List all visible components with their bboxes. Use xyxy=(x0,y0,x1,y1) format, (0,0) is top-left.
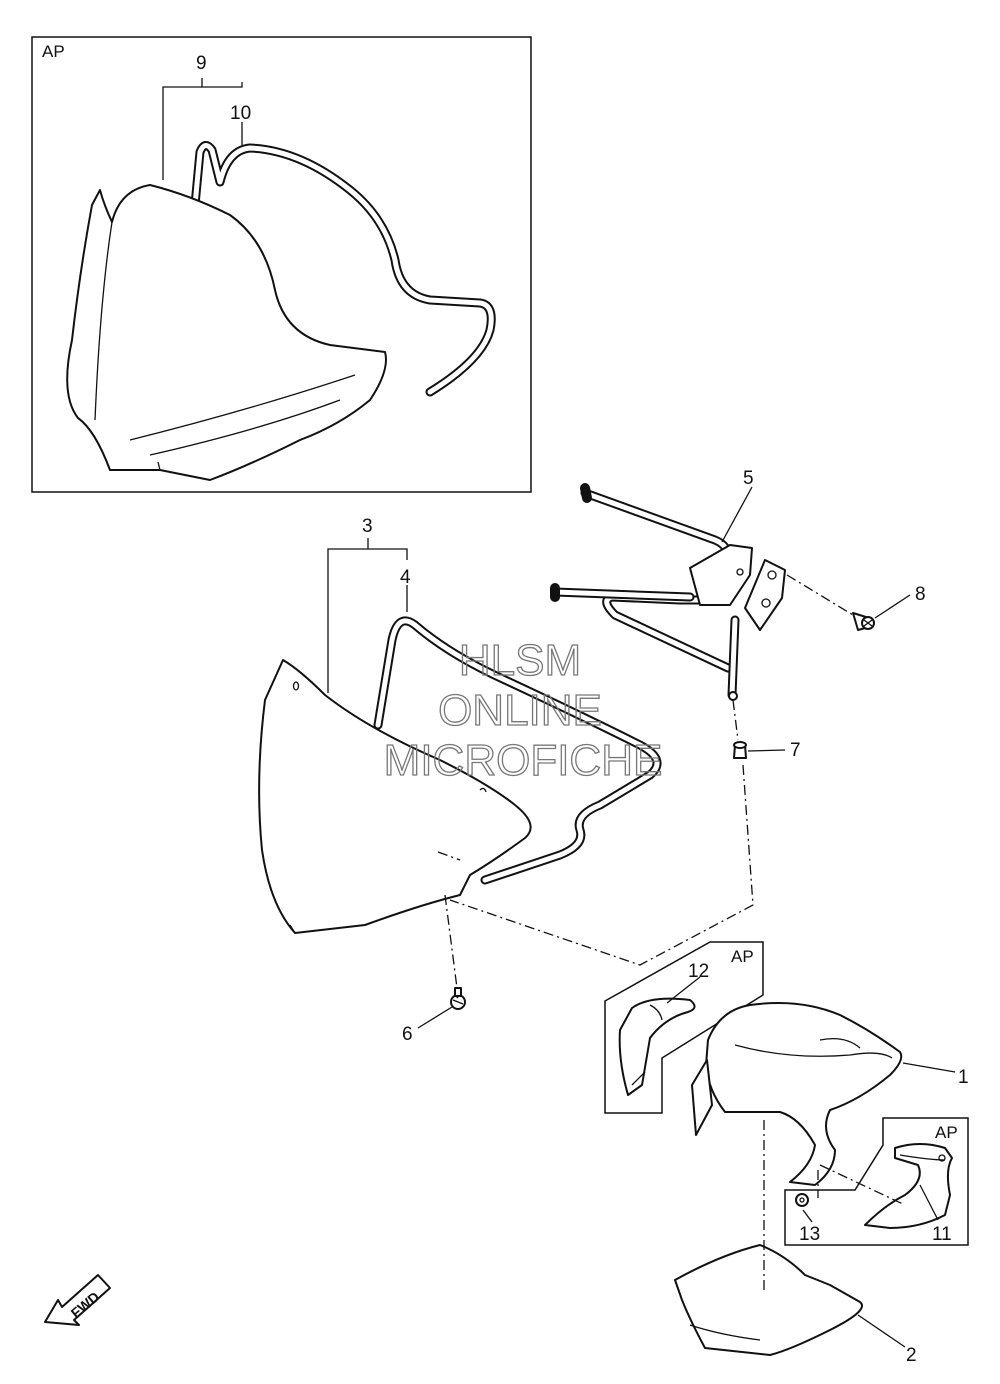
part-6-screw[interactable] xyxy=(450,987,466,1010)
inset-box-windscreen-kit: AP 9 10 xyxy=(31,36,532,493)
part-12-side-cover[interactable] xyxy=(618,997,696,1096)
inset-frame xyxy=(31,36,532,493)
leader-13 xyxy=(802,1209,813,1223)
part-3-screen[interactable] xyxy=(258,659,532,934)
leader-1 xyxy=(902,1062,956,1073)
leader-12 xyxy=(666,976,701,1004)
part-13-nut[interactable] xyxy=(795,1193,809,1207)
part-9-windscreen[interactable] xyxy=(66,184,387,481)
mount-hole-icon xyxy=(292,681,300,691)
install-line-7-bottom xyxy=(449,764,754,966)
inset-ap-label: AP xyxy=(731,947,754,966)
callout-4: 4 xyxy=(400,567,411,588)
inset-frame xyxy=(784,1117,969,1246)
watermark-line-2: ONLINE xyxy=(438,686,602,735)
callout-12: 12 xyxy=(688,961,709,982)
leader-5 xyxy=(721,486,753,543)
callout-10: 10 xyxy=(230,103,251,124)
leader-8 xyxy=(874,594,911,619)
install-line-11 xyxy=(819,1164,906,1206)
watermark-line-3: MICROFICHE xyxy=(384,736,663,785)
leader-6 xyxy=(417,1006,453,1029)
leader-2 xyxy=(857,1314,906,1348)
part-7-grommet[interactable] xyxy=(733,741,747,759)
watermark-line-1: HLSM xyxy=(459,636,581,685)
watermark: HLSM ONLINE MICROFICHE xyxy=(383,635,663,785)
inset-ap-label: AP xyxy=(935,1123,958,1142)
callout-5: 5 xyxy=(743,468,754,489)
leader-11 xyxy=(919,1184,939,1221)
part-8-bolt[interactable] xyxy=(852,612,875,631)
stay-end-icon xyxy=(728,691,738,701)
install-line-7-top xyxy=(732,699,739,741)
leader-7 xyxy=(747,749,786,752)
screen-mark xyxy=(479,787,487,793)
inset-frame xyxy=(604,941,764,1114)
part-4-screen-frame[interactable] xyxy=(373,616,662,885)
part-5-stay-bracket[interactable] xyxy=(550,483,786,701)
callout-11: 11 xyxy=(932,1224,952,1245)
callout-13: 13 xyxy=(799,1224,820,1245)
part-1-cowling-cover[interactable] xyxy=(691,1001,903,1186)
part-2-bottom-panel[interactable] xyxy=(674,1244,863,1356)
install-line-6b xyxy=(444,894,458,989)
callout-7: 7 xyxy=(790,740,801,761)
callout-9: 9 xyxy=(196,53,207,74)
inset-ap-label: AP xyxy=(42,42,65,61)
install-line-6a xyxy=(437,851,461,861)
leader-3 xyxy=(327,548,408,693)
fwd-arrow-icon: FWD xyxy=(44,1274,111,1326)
callout-6: 6 xyxy=(402,1024,413,1045)
inset-box-cover-panel-kit: AP 13 11 xyxy=(784,1117,969,1246)
callout-1: 1 xyxy=(958,1067,969,1088)
callout-2: 2 xyxy=(906,1345,917,1366)
callout-8: 8 xyxy=(915,584,926,605)
part-11-cover-panel[interactable] xyxy=(864,1143,953,1229)
part-10-windscreen-frame[interactable] xyxy=(190,141,496,397)
install-line-8 xyxy=(786,574,854,616)
callout-3: 3 xyxy=(362,516,373,537)
inset-box-side-cover-kit: AP 12 xyxy=(604,941,764,1114)
